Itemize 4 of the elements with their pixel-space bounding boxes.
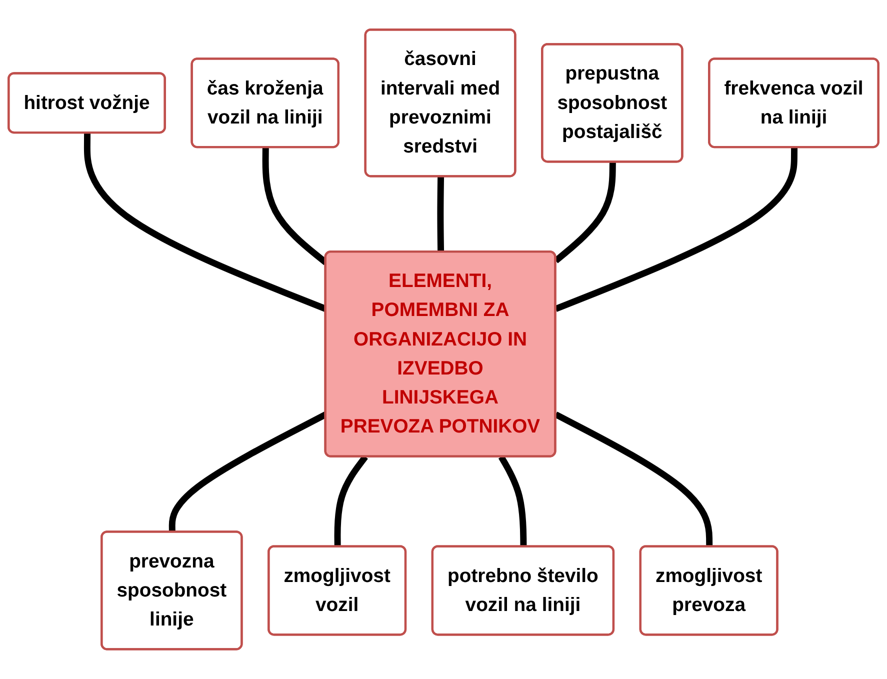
connector (437, 176, 444, 252)
connector (554, 412, 713, 547)
connector (554, 148, 798, 312)
connector (498, 455, 527, 547)
